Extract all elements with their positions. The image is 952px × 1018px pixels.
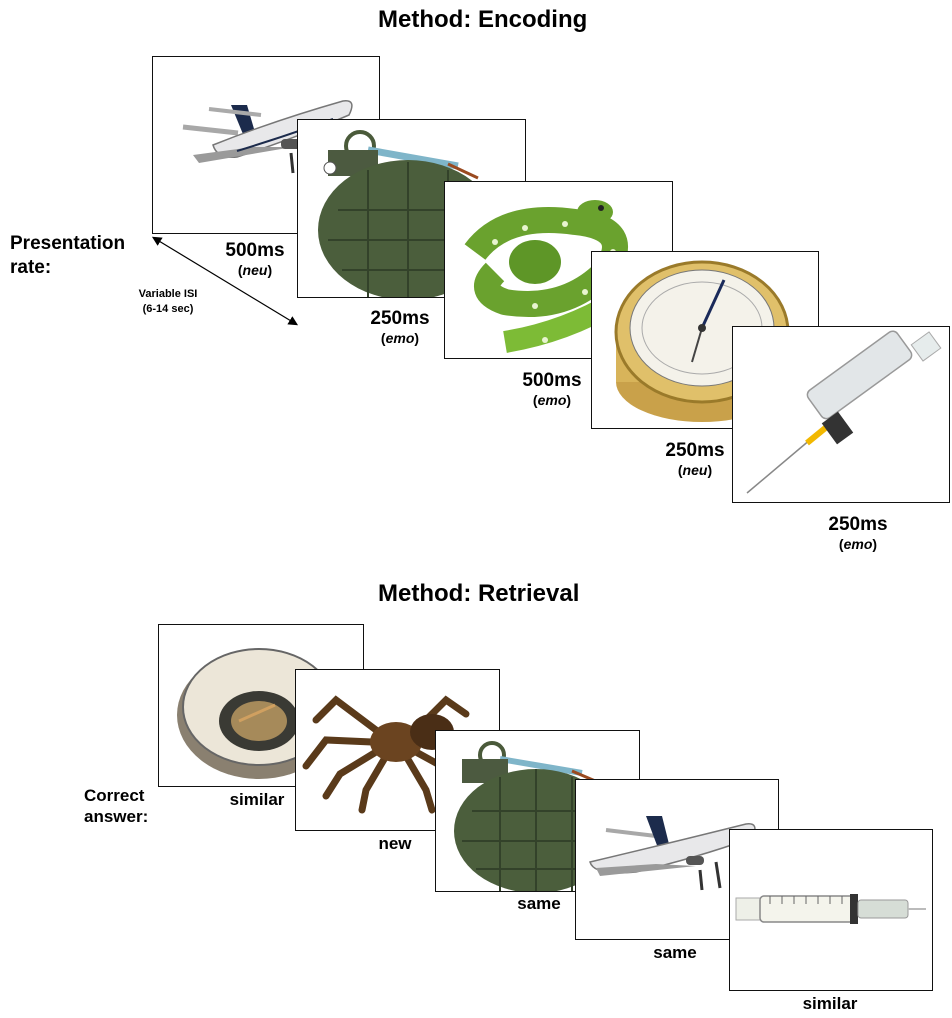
encoding-time-1: 500ms (neu)	[200, 240, 310, 279]
retrieval-answer-5: similar	[785, 994, 875, 1014]
correct-answer-label: Correct answer:	[84, 785, 148, 827]
presentation-rate-label: Presentation rate:	[10, 232, 125, 280]
syringe-image	[730, 830, 932, 990]
retrieval-answer-4: same	[630, 943, 720, 963]
encoding-card-syringe	[732, 326, 950, 503]
retrieval-card-syringe	[729, 829, 933, 991]
encoding-title: Method: Encoding	[378, 6, 587, 34]
retrieval-answer-1: similar	[212, 790, 302, 810]
encoding-time-2: 250ms (emo)	[345, 308, 455, 347]
retrieval-answer-3: same	[494, 894, 584, 914]
encoding-time-5: 250ms (emo)	[803, 514, 913, 553]
retrieval-answer-2: new	[350, 834, 440, 854]
retrieval-title: Method: Retrieval	[378, 580, 579, 608]
syringe-image	[733, 327, 949, 502]
isi-label: Variable ISI (6-14 sec)	[120, 287, 216, 317]
